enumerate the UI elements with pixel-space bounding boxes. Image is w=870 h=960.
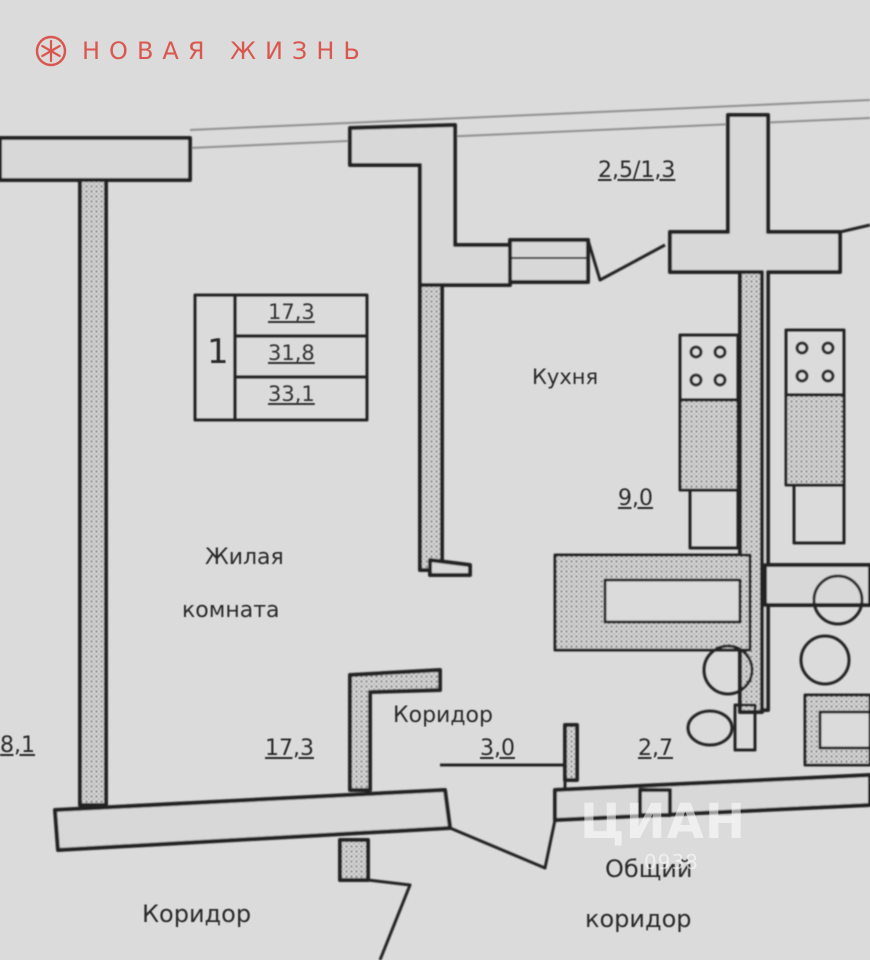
- sink: [688, 488, 740, 550]
- table-living-area: 17,3: [268, 300, 315, 324]
- wall: [0, 136, 192, 182]
- corridor-area: 3,0: [480, 736, 515, 761]
- living-room-name-2: комната: [182, 598, 280, 623]
- apartment-table: [193, 293, 369, 422]
- wall: [348, 668, 442, 792]
- living-room-area: 17,3: [265, 736, 314, 761]
- washbasin: [702, 644, 754, 696]
- wall: [563, 723, 579, 782]
- wall: [367, 878, 412, 960]
- balcony-line: [189, 99, 870, 131]
- corridor-name: Коридор: [393, 703, 493, 728]
- toilet-tank: [733, 703, 757, 752]
- bathtub-inner: [603, 578, 742, 624]
- stove: [784, 328, 846, 397]
- door: [449, 819, 557, 870]
- wall: [53, 788, 452, 852]
- common-corridor-line2: коридор: [585, 905, 692, 933]
- counter: [784, 393, 846, 487]
- watermark-logo: ЦИАН: [580, 794, 747, 850]
- washbasin: [812, 574, 864, 626]
- table-rooms: 1: [207, 332, 229, 372]
- kitchen-area: 9,0: [618, 486, 653, 511]
- bathroom-area: 2,7: [638, 736, 673, 761]
- brand-name: НОВАЯ ЖИЗНЬ: [82, 37, 369, 65]
- wall: [638, 788, 672, 817]
- toilet: [686, 709, 734, 747]
- wall: [553, 773, 870, 822]
- common-corridor-line1: Общий: [605, 855, 693, 883]
- kitchen-name: Кухня: [532, 365, 599, 389]
- snowflake-ring-icon: [35, 35, 67, 67]
- watermark-id: 0938: [644, 850, 699, 874]
- wall: [586, 239, 666, 282]
- washbasin: [799, 634, 851, 686]
- neighbor-area: 8,1: [0, 733, 35, 758]
- wall: [418, 283, 444, 572]
- wall: [78, 178, 108, 807]
- wall: [839, 223, 870, 234]
- stove: [678, 333, 740, 402]
- wall: [338, 838, 370, 882]
- counter: [678, 398, 740, 492]
- wall: [348, 123, 512, 287]
- wall: [428, 558, 472, 577]
- table-total-area: 31,8: [268, 341, 315, 365]
- brand-logo: НОВАЯ ЖИЗНЬ: [34, 34, 369, 68]
- window: [508, 238, 590, 284]
- balcony-area: 2,5/1,3: [598, 158, 676, 183]
- sink: [792, 483, 846, 545]
- watermark: ЦИАН 0938: [580, 790, 810, 880]
- lower-corridor-name: Коридор: [142, 900, 252, 928]
- wall: [440, 763, 567, 790]
- living-room-name: Жилая: [205, 545, 284, 570]
- table-area-with-balcony: 33,1: [268, 382, 315, 406]
